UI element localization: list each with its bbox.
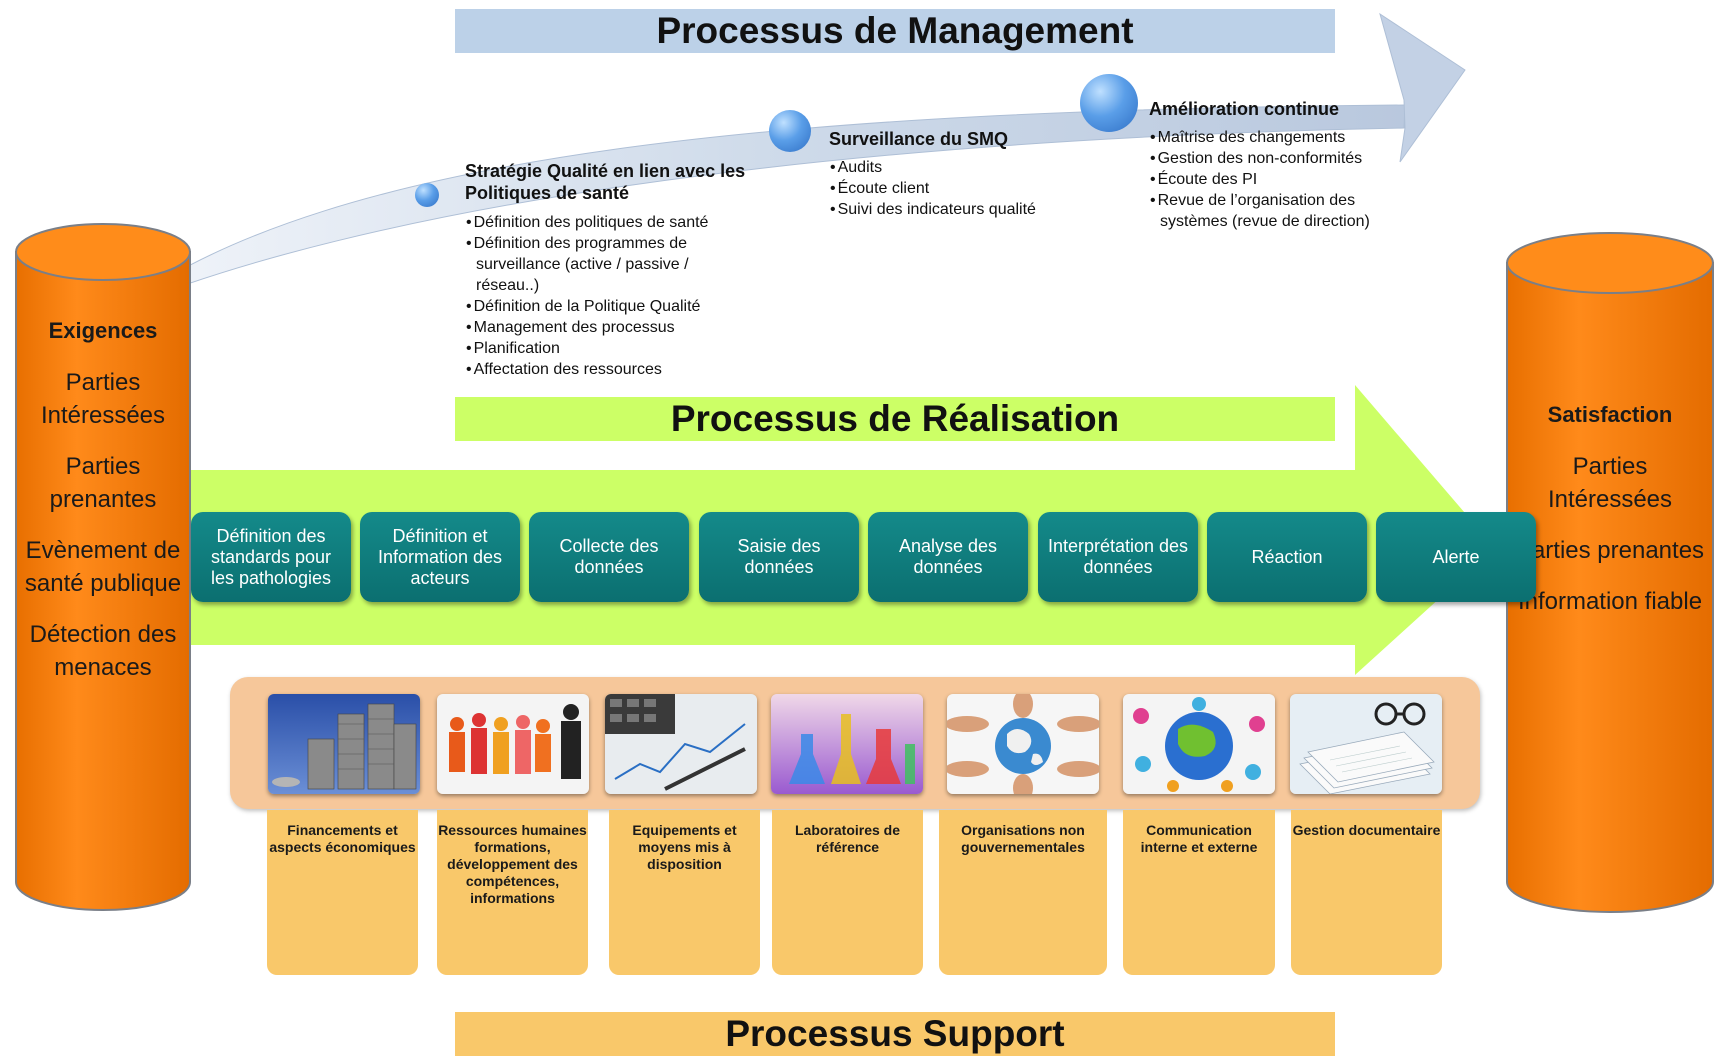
surveillance-dot <box>769 110 811 152</box>
list-item: Gestion des non-conformités <box>1150 148 1405 169</box>
support-label-gestion: Gestion documentaire <box>1291 810 1442 975</box>
step-alerte: Alerte <box>1376 512 1536 602</box>
amelioration-dot <box>1080 74 1138 132</box>
exigences-heading: Exigences <box>48 318 158 343</box>
step-reaction: Réaction <box>1207 512 1367 602</box>
coins-icon <box>268 694 420 794</box>
support-label-communication: Communication interne et externe <box>1123 810 1275 975</box>
left-item: Evènement de santé publique <box>24 537 182 597</box>
right-item: Information fiable <box>1517 588 1703 615</box>
support-label-equipements: Equipements et moyens mis à disposition <box>609 810 760 975</box>
strategie-dot <box>415 183 439 207</box>
management-banner: Processus de Management <box>455 9 1335 53</box>
strategie-title: Stratégie Qualité en lien avec les Polit… <box>465 161 746 203</box>
left-cylinder-text: Exigences Parties Intéressées Parties pr… <box>20 318 186 684</box>
list-item: Suivi des indicateurs qualité <box>830 199 1070 220</box>
flask-icon <box>771 694 923 794</box>
list-item: Affectation des ressources <box>466 359 756 380</box>
amelioration-list: Maîtrise des changements Gestion des non… <box>1150 127 1405 232</box>
support-label-financements: Financements et aspects économiques <box>267 810 418 975</box>
calculator-icon <box>605 694 757 794</box>
step-definition-acteurs: Définition et Information des acteurs <box>360 512 520 602</box>
list-item: Planification <box>466 338 756 359</box>
surveillance-title: Surveillance du SMQ <box>829 129 1009 149</box>
list-item: Maîtrise des changements <box>1150 127 1405 148</box>
right-item: Parties Intéressées <box>1547 453 1673 513</box>
surveillance-list: Audits Écoute client Suivi des indicateu… <box>830 157 1070 220</box>
amelioration-title: Amélioration continue <box>1149 99 1340 119</box>
globe-hands-icon <box>947 694 1099 794</box>
step-analyse: Analyse des données <box>868 512 1028 602</box>
network-globe-icon <box>1123 694 1275 794</box>
step-definition-standards: Définition des standards pour les pathol… <box>191 512 351 602</box>
people-icon <box>437 694 589 794</box>
realisation-banner: Processus de Réalisation <box>455 397 1335 441</box>
step-collecte: Collecte des données <box>529 512 689 602</box>
list-item: Écoute client <box>830 178 1070 199</box>
left-item: Parties Intéressées <box>40 369 166 429</box>
list-item: Revue de l’organisation des systèmes (re… <box>1150 190 1405 232</box>
step-interpretation: Interprétation des données <box>1038 512 1198 602</box>
list-item: Définition de la Politique Qualité <box>466 296 756 317</box>
left-item: Parties prenantes <box>49 453 157 513</box>
list-item: Écoute des PI <box>1150 169 1405 190</box>
documents-icon <box>1290 694 1442 794</box>
strategie-list: Définition des politiques de santé Défin… <box>466 212 756 380</box>
right-cylinder <box>1506 232 1714 913</box>
left-item: Détection des menaces <box>29 621 177 681</box>
list-item: Définition des politiques de santé <box>466 212 756 233</box>
satisfaction-heading: Satisfaction <box>1547 402 1673 427</box>
support-label-ressources: Ressources humaines formations, développ… <box>437 810 588 975</box>
step-saisie: Saisie des données <box>699 512 859 602</box>
list-item: Définition des programmes de surveillanc… <box>466 233 756 296</box>
list-item: Management des processus <box>466 317 756 338</box>
support-label-ong: Organisations non gouvernementales <box>939 810 1107 975</box>
support-banner: Processus Support <box>455 1012 1335 1056</box>
left-cylinder <box>15 223 191 911</box>
right-item: Parties prenantes <box>1515 537 1705 564</box>
list-item: Audits <box>830 157 1070 178</box>
right-cylinder-text: Satisfaction Parties Intéressées Parties… <box>1512 402 1708 618</box>
support-label-laboratoires: Laboratoires de référence <box>772 810 923 975</box>
